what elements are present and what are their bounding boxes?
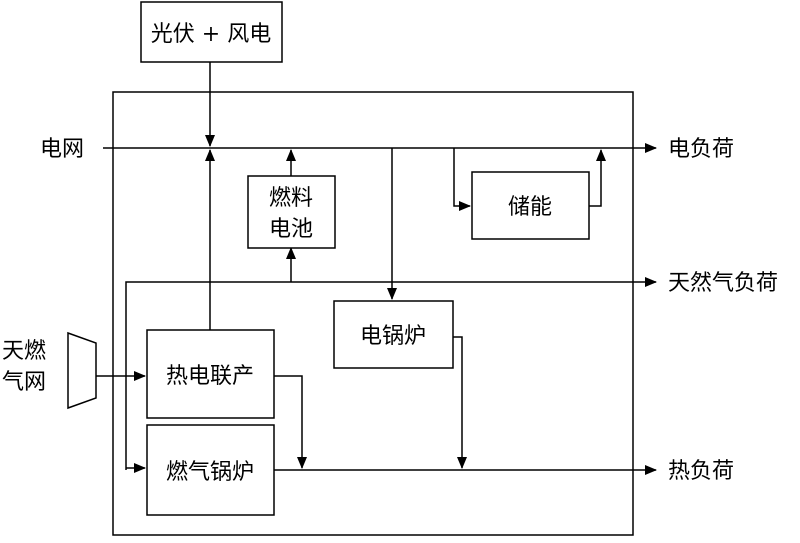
fuel-cell-label-line2: 电池 [269, 217, 313, 242]
fuel-cell-label-line1: 燃料 [269, 186, 313, 211]
storage-block: 储能 [471, 171, 590, 240]
fuel-cell-block: 燃料 电池 [247, 175, 336, 249]
electric-load-label: 电负荷 [668, 137, 734, 162]
energy-hub-frame [112, 91, 634, 536]
grid-label: 电网 [40, 137, 84, 162]
gas-network-label-line2: 气网 [2, 370, 46, 395]
gas-load-label: 天然气负荷 [668, 271, 778, 296]
bus-to-storage-line [453, 148, 471, 211]
gas-boiler-block: 燃气锅炉 [146, 424, 275, 516]
gas-boiler-label: 燃气锅炉 [166, 460, 254, 485]
chp-to-heat-line [274, 375, 307, 469]
chp-label: 热电联产 [166, 364, 254, 389]
gas-bus-line [125, 277, 657, 470]
storage-label: 储能 [508, 195, 552, 220]
electric-boiler-block: 电锅炉 [333, 300, 454, 369]
electric-boiler-label: 电锅炉 [360, 324, 426, 349]
pv-wind-label: 光伏 + 风电 [151, 22, 271, 47]
storage-to-bus-line [589, 149, 606, 207]
electric-boiler-to-heat-line [453, 336, 467, 469]
chp-block: 热电联产 [146, 329, 275, 419]
gas-network-symbol [67, 331, 97, 410]
gas-network-label-line1: 天燃 [2, 339, 46, 364]
heat-load-label: 热负荷 [668, 459, 734, 484]
pv-wind-block: 光伏 + 风电 [140, 1, 283, 63]
